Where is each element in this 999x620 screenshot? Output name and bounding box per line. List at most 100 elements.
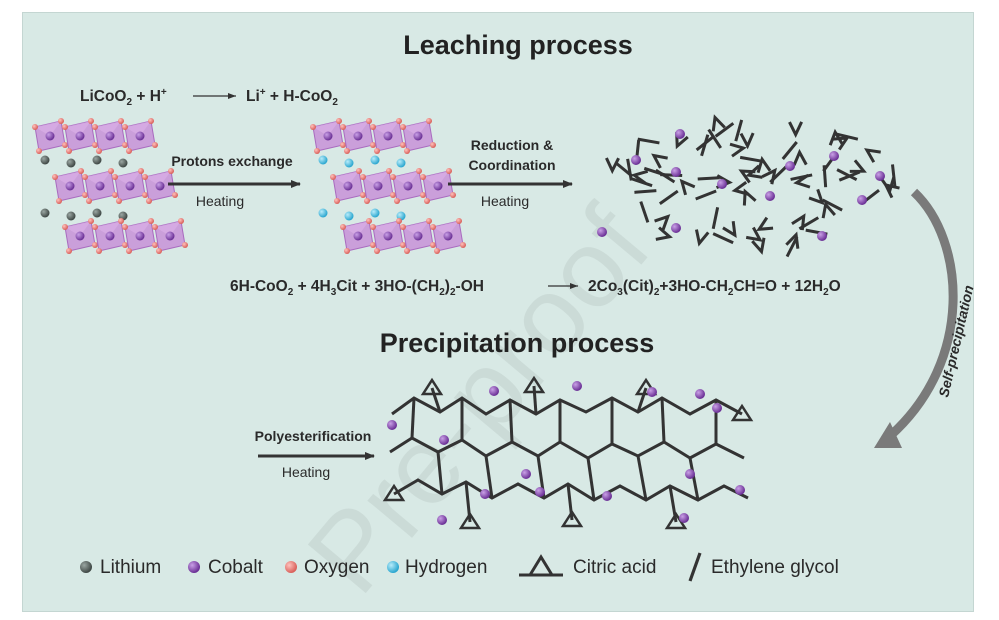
legend-hydrogen: Hydrogen: [405, 557, 487, 578]
oxygen-atom: [446, 168, 452, 174]
polymer-chain: [484, 455, 494, 499]
oxygen-atom: [62, 142, 68, 148]
citric-acid-molecule: [694, 229, 710, 247]
svg-text:LiCoO2 + H+: LiCoO2 + H+: [80, 87, 167, 108]
oxygen-atom: [178, 218, 184, 224]
cobalt-legend-marker: [188, 561, 200, 573]
ethylene-glycol-molecule: [626, 158, 633, 181]
hydrogen-ion: [318, 155, 328, 165]
svg-text:Li+ + H-CoO2: Li+ + H-CoO2: [246, 87, 338, 108]
cobalt-ion: [480, 489, 490, 499]
cobalt-ion: [717, 179, 727, 189]
oxygen-atom: [36, 148, 42, 154]
ethylene-glycol-molecule: [739, 155, 763, 163]
arrow-polyesterification: Polyesterification Heating: [255, 428, 375, 480]
oxygen-atom: [430, 224, 436, 230]
oxygen-atom: [168, 168, 174, 174]
cobalt-ion: [437, 515, 447, 525]
oxygen-atom: [394, 198, 400, 204]
ethylene-glycol-molecule: [769, 165, 788, 184]
citric-acid-molecule: [655, 226, 673, 241]
figure-panel: [22, 12, 974, 612]
ethylene-glycol-molecule: [836, 168, 858, 181]
arrow-reduction-coordination: Reduction & Coordination Heating: [448, 137, 573, 209]
oxygen-atom: [182, 242, 188, 248]
citric-acid-molecule: [745, 164, 763, 179]
oxygen-atom: [148, 218, 154, 224]
cobalt-ion: [857, 195, 867, 205]
ethylene-glycol-legend-marker: [688, 552, 702, 582]
oxygen-atom: [122, 142, 128, 148]
cobalt-ion: [631, 155, 641, 165]
cobalt-ion: [875, 171, 885, 181]
label-heating-1: Heating: [196, 193, 244, 209]
legend: Lithium Cobalt Oxygen Hydrogen Citric ac…: [80, 552, 839, 582]
title-leaching: Leaching process: [403, 30, 633, 60]
cobalt-ion: [829, 151, 839, 161]
oxygen-atom: [404, 248, 410, 254]
citric-acid-molecule: [756, 216, 774, 232]
oxygen-atom: [396, 218, 402, 224]
citric-acid-molecule: [711, 114, 726, 132]
legend-lithium: Lithium: [100, 557, 161, 578]
oxygen-atom: [426, 218, 432, 224]
oxygen-atom: [340, 224, 346, 230]
polymer-chain: [636, 455, 648, 501]
citrate-unit: [420, 377, 444, 396]
citric-acid-molecule: [828, 128, 844, 146]
oxygen-atom: [400, 124, 406, 130]
arrow-protons-exchange: Protons exchange Heating: [168, 153, 301, 209]
oxygen-atom: [370, 124, 376, 130]
polymer-chain: [688, 457, 700, 501]
label-protons-exchange: Protons exchange: [171, 153, 293, 169]
ethylene-glycol-molecule: [714, 122, 735, 138]
oxygen-atom: [96, 148, 102, 154]
citric-acid-molecule: [739, 132, 755, 150]
oxygen-atom: [82, 192, 88, 198]
cobalt-atom: [105, 231, 115, 241]
citric-acid-molecule: [792, 148, 808, 166]
cobalt-ion: [489, 386, 499, 396]
oxygen-atom: [96, 248, 102, 254]
label-heating-3: Heating: [282, 464, 330, 480]
cobalt-atom: [353, 131, 363, 141]
cobalt-atom: [343, 181, 353, 191]
legend-citric-acid: Citric acid: [573, 557, 656, 578]
ethylene-glycol-molecule: [890, 164, 897, 187]
citric-acid-molecule: [731, 181, 749, 196]
citrate-unit: [458, 511, 482, 530]
polymer-chain: [410, 397, 416, 439]
oxygen-atom: [390, 192, 396, 198]
oxygen-atom: [142, 174, 148, 180]
cobalt-ion: [572, 381, 582, 391]
oxygen-atom: [330, 174, 336, 180]
oxygen-atom: [112, 174, 118, 180]
ethylene-glycol-molecule: [630, 177, 653, 188]
oxygen-atom: [108, 168, 114, 174]
oxygen-atom: [344, 148, 350, 154]
oxygen-atom: [364, 198, 370, 204]
oxygen-atom: [58, 118, 64, 124]
polymer-chain: [586, 457, 596, 501]
oxygen-atom: [430, 142, 436, 148]
cobalt-atom: [353, 231, 363, 241]
oxygen-atom: [142, 192, 148, 198]
cobalt-ion: [765, 191, 775, 201]
citric-acid-molecule: [821, 201, 836, 219]
citric-acid-molecule: [756, 155, 772, 174]
oxygen-atom: [122, 242, 128, 248]
cobalt-atom: [383, 131, 393, 141]
cobalt-ion: [387, 420, 397, 430]
oxygen-atom: [366, 118, 372, 124]
oxygen-atom: [92, 242, 98, 248]
oxygen-atom: [340, 142, 346, 148]
oxygen-atom: [66, 148, 72, 154]
cobalt-ion: [597, 227, 607, 237]
legend-cobalt: Cobalt: [208, 557, 264, 578]
licoo2-layered-structure: [32, 118, 188, 254]
cobalt-ion: [521, 469, 531, 479]
citric-acid-molecule: [883, 182, 900, 199]
oxygen-atom: [404, 148, 410, 154]
svg-text:2Co3(Cit)2+3HO-CH2CH=O + 12H2O: 2Co3(Cit)2+3HO-CH2CH=O + 12H2O: [588, 278, 841, 298]
legend-ethylene-glycol: Ethylene glycol: [711, 557, 839, 578]
